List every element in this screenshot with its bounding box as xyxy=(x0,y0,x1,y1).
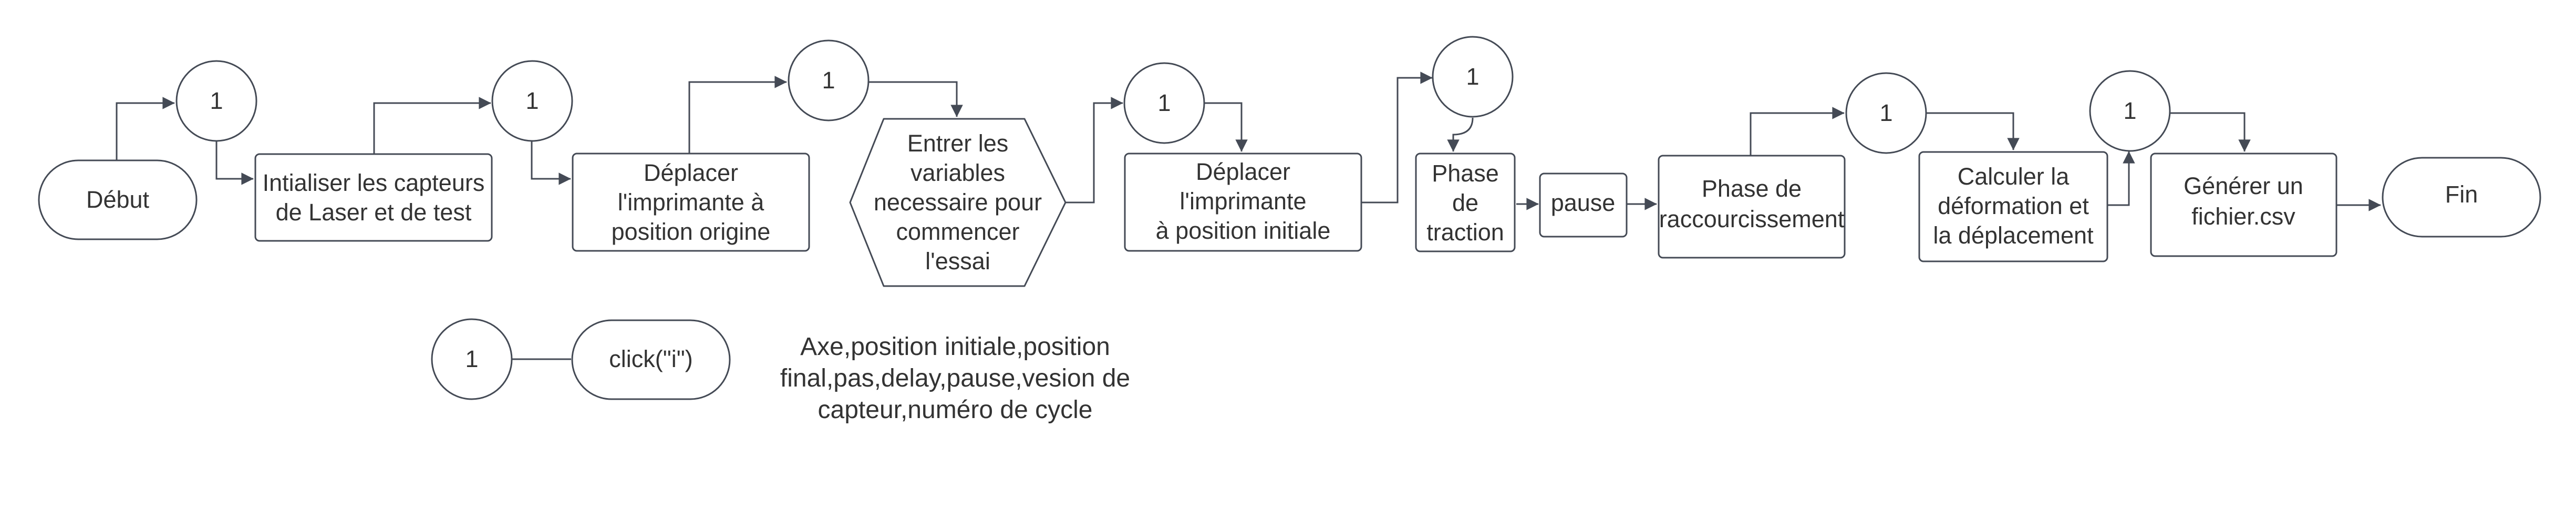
start-node[interactable]: Début xyxy=(38,159,198,240)
end-node-label: Fin xyxy=(2445,181,2478,208)
label-line: Axe,position initiale,position xyxy=(800,333,1110,361)
edge-phase-raccourcissement-to-c6 xyxy=(1750,107,1845,156)
legend: 1 click("i") xyxy=(431,318,731,400)
label-line: de Laser et de test xyxy=(276,199,472,226)
label-line: Intialiser les capteurs xyxy=(263,169,485,196)
label-line: Phase xyxy=(1432,160,1499,187)
label-line: Fin xyxy=(2445,181,2478,208)
edge-c2-to-deplacer-origine xyxy=(531,141,571,185)
connector-circle-6[interactable]: 1 xyxy=(1845,72,1927,154)
edge-deplacer-initiale-to-c5 xyxy=(1361,72,1433,204)
generate-csv-node[interactable]: Générer un fichier.csv xyxy=(2150,153,2337,257)
label-line: pause xyxy=(1551,189,1616,216)
label-line: à position initiale xyxy=(1156,217,1331,244)
connector-circle-2[interactable]: 1 xyxy=(491,60,573,142)
init-sensors-label: Intialiser les capteurs de Laser et de te… xyxy=(263,169,485,226)
label-line: Déplacer xyxy=(644,159,738,186)
edge-c5-to-phase-traction xyxy=(1447,117,1474,152)
label-line: Générer un xyxy=(2184,172,2303,199)
legend-click-meaning: click("i") xyxy=(571,319,731,400)
start-node-label: Début xyxy=(86,186,150,213)
legend-connector-symbol: 1 xyxy=(431,318,513,400)
edge-init-to-c2 xyxy=(373,97,491,154)
edge-debut-to-c1 xyxy=(116,97,175,160)
init-sensors-node[interactable]: Intialiser les capteurs de Laser et de te… xyxy=(254,153,493,242)
edge-deplacer-origine-to-c3 xyxy=(688,76,787,154)
connector-circle-4-label: 1 xyxy=(1157,89,1171,116)
label-line: Déplacer xyxy=(1196,158,1290,185)
edge-calculer-to-c7 xyxy=(2107,151,2135,206)
label-line: 1 xyxy=(2123,97,2136,124)
legend-connector-symbol-label: 1 xyxy=(465,346,478,372)
label-line: variables xyxy=(911,159,1005,186)
label-line: click("i") xyxy=(609,346,692,372)
label-line: commencer xyxy=(896,218,1019,245)
label-line: 1 xyxy=(822,67,835,94)
connector-circle-2-label: 1 xyxy=(525,87,539,114)
edge-c1-to-init xyxy=(215,141,254,185)
connector-circle-7[interactable]: 1 xyxy=(2089,70,2171,152)
label-line: Début xyxy=(86,186,150,213)
connector-circle-6-label: 1 xyxy=(1879,99,1892,126)
label-line: Entrer les xyxy=(907,130,1009,157)
edge-c6-to-calculer xyxy=(1925,112,2020,150)
edge-c7-to-generer xyxy=(2169,112,2251,152)
connector-circle-5-label: 1 xyxy=(1466,63,1479,90)
label-line: 1 xyxy=(1879,99,1892,126)
label-line: necessaire pour xyxy=(874,189,1042,216)
generate-csv-label: Générer un fichier.csv xyxy=(2184,172,2303,230)
label-line: déformation et xyxy=(1938,192,2089,219)
label-line: 1 xyxy=(465,346,478,372)
label-line: traction xyxy=(1426,219,1504,246)
label-line: l'imprimante xyxy=(1180,188,1306,215)
pause-label: pause xyxy=(1551,189,1616,216)
edge-c4-to-deplacer-initiale xyxy=(1203,102,1248,152)
connector-circle-3[interactable]: 1 xyxy=(788,39,870,121)
connector-circle-5[interactable]: 1 xyxy=(1432,36,1514,118)
label-line: capteur,numéro de cycle xyxy=(818,396,1093,424)
edge-entrer-variables-to-c4 xyxy=(1065,97,1123,204)
pause-node[interactable]: pause xyxy=(1539,172,1628,238)
shortening-phase-node[interactable]: Phase de raccourcissement xyxy=(1658,155,1846,259)
label-line: position origine xyxy=(612,218,771,245)
label-line: Phase de xyxy=(1702,175,1802,202)
connector-circle-1-label: 1 xyxy=(210,87,223,114)
legend-click-meaning-label: click("i") xyxy=(609,346,692,372)
label-line: la déplacement xyxy=(1933,222,2094,249)
connector-circle-4[interactable]: 1 xyxy=(1123,62,1205,144)
label-line: 1 xyxy=(1157,89,1171,116)
end-node[interactable]: Fin xyxy=(2382,157,2541,238)
connector-circle-1[interactable]: 1 xyxy=(175,60,257,142)
connector-circle-3-label: 1 xyxy=(822,67,835,94)
label-line: 1 xyxy=(210,87,223,114)
shortening-phase-label: Phase de raccourcissement xyxy=(1659,175,1845,232)
label-line: raccourcissement xyxy=(1659,206,1845,232)
label-line: l'imprimante à xyxy=(618,189,765,216)
label-line: l'essai xyxy=(925,248,990,275)
connectors xyxy=(116,72,2381,360)
label-line: 1 xyxy=(1466,63,1479,90)
nodes: Début 1 Intialiser les capteurs de Laser … xyxy=(38,36,2541,287)
connector-circle-7-label: 1 xyxy=(2123,97,2136,124)
label-line: 1 xyxy=(525,87,539,114)
edge-c3-to-entrer-variables xyxy=(868,81,963,117)
label-line: final,pas,delay,pause,vesion de xyxy=(780,364,1130,392)
label-line: de xyxy=(1452,189,1478,216)
label-line: Calculer la xyxy=(1958,163,2070,190)
label-line: fichier.csv xyxy=(2191,203,2295,230)
variables-note: Axe,position initiale,position final,pas,… xyxy=(780,333,1130,424)
